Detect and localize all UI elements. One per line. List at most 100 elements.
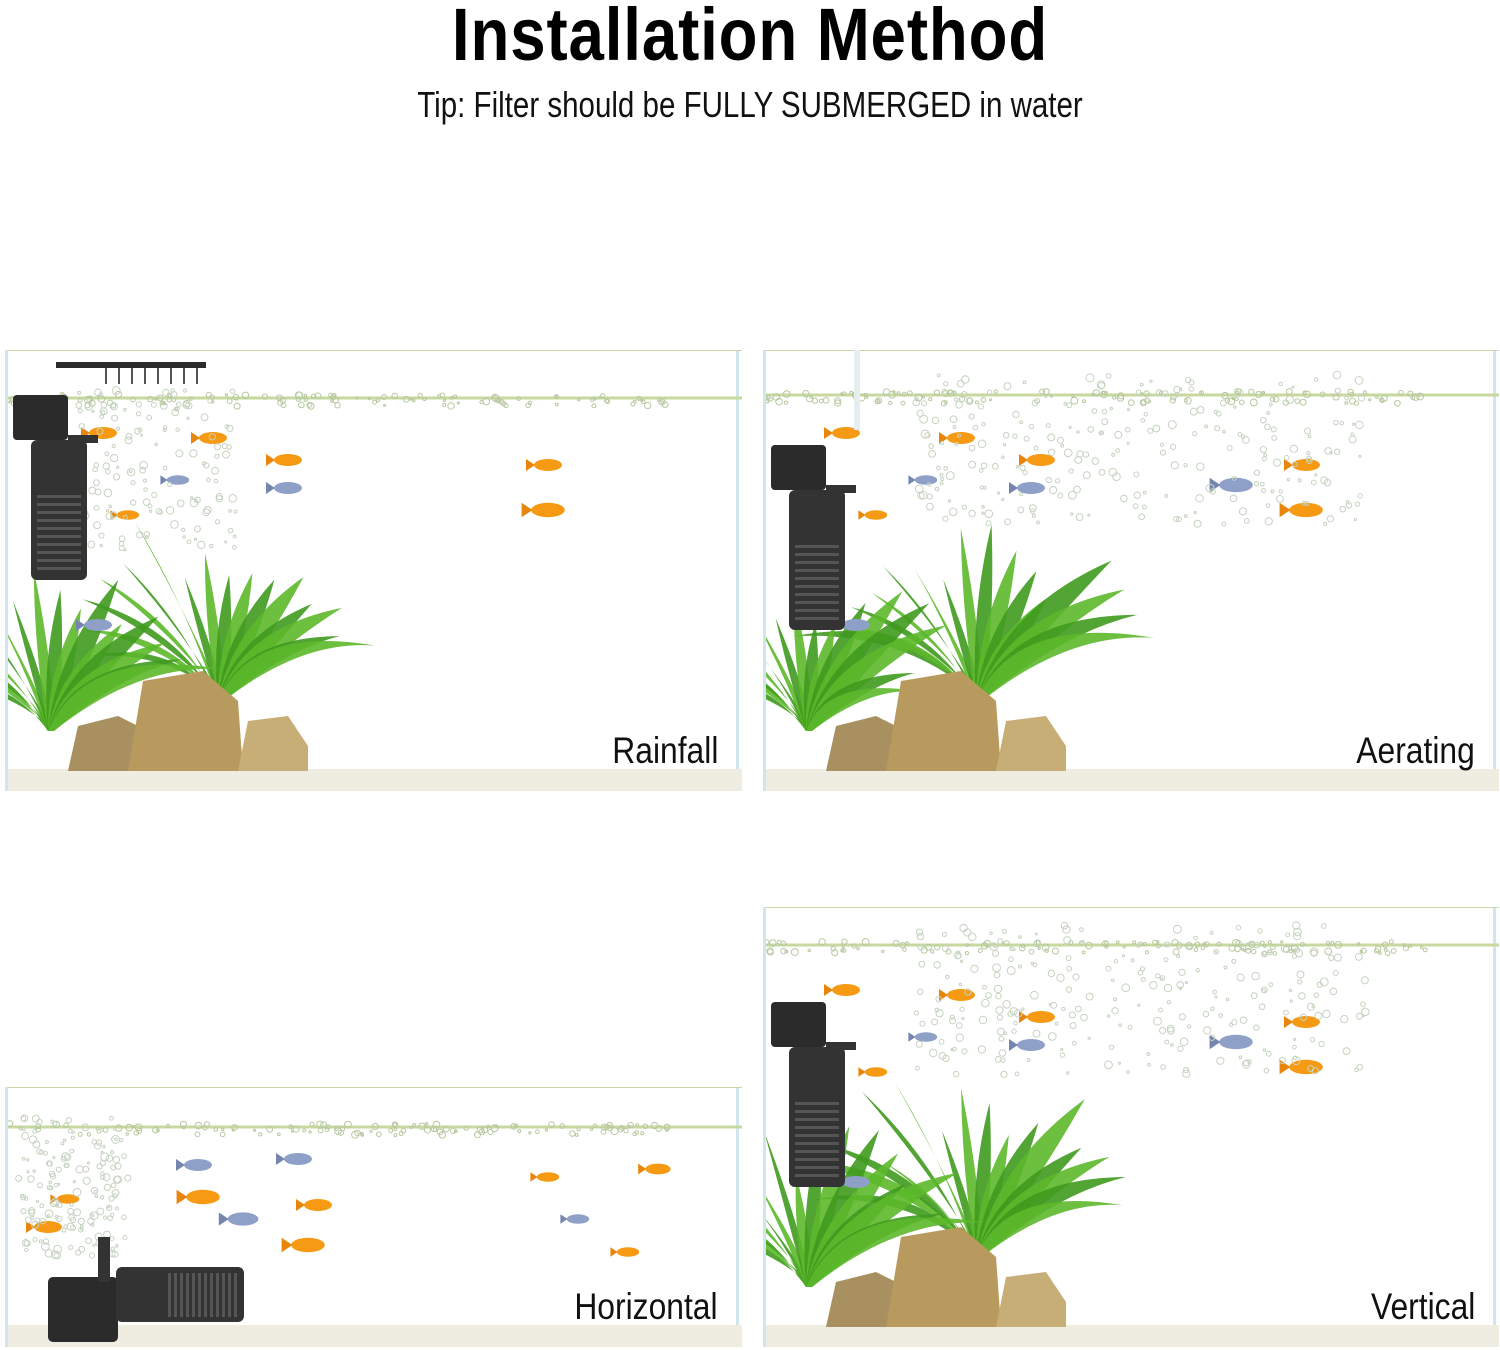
bubble	[948, 507, 958, 517]
plant-leaf	[806, 688, 919, 731]
panel-label: Aerating	[1356, 730, 1475, 771]
bubble	[1080, 1013, 1088, 1022]
bubble	[783, 400, 789, 405]
bubble	[1330, 940, 1335, 945]
bubble	[1221, 391, 1229, 400]
bubble	[1139, 966, 1146, 972]
bubble	[1278, 381, 1283, 387]
bubble	[8, 400, 13, 404]
filter-slot	[37, 535, 81, 538]
bubble	[1155, 389, 1164, 397]
rock	[886, 1227, 1001, 1327]
bubble	[1296, 970, 1305, 979]
bubble	[280, 402, 287, 409]
bubble	[93, 1189, 98, 1195]
bubble	[86, 1161, 91, 1165]
bubble	[979, 485, 984, 490]
bubble	[35, 1123, 42, 1130]
bubble	[1060, 1047, 1064, 1052]
bubble	[303, 393, 308, 398]
bubble	[630, 401, 636, 407]
bubble	[650, 1121, 659, 1130]
bubble	[334, 1127, 342, 1136]
bubble	[1176, 981, 1185, 989]
bubble	[1066, 1071, 1070, 1075]
bubble	[439, 392, 446, 399]
bubble	[108, 1195, 115, 1202]
bubble	[409, 397, 413, 401]
bubble	[1170, 461, 1179, 470]
fish-tail	[521, 502, 533, 518]
bubble	[28, 1209, 36, 1217]
bubble	[1117, 392, 1125, 400]
bubble	[1069, 512, 1074, 516]
bubble	[1108, 1044, 1115, 1050]
bubble	[841, 948, 847, 953]
filter-slot	[795, 577, 839, 580]
bubble	[1126, 408, 1131, 412]
bubble	[1042, 388, 1050, 396]
bubble	[961, 1048, 968, 1055]
bubble	[1310, 479, 1317, 486]
fish-icon	[304, 1199, 332, 1211]
bubble	[176, 499, 185, 508]
bubble	[1130, 958, 1135, 963]
bubble	[996, 491, 1001, 495]
bubble	[1316, 981, 1323, 988]
bubble	[449, 395, 454, 400]
bubble	[189, 498, 199, 508]
fish-icon	[1289, 1059, 1323, 1075]
bubble	[644, 401, 652, 410]
bubble	[60, 1141, 65, 1146]
panel-label: Horizontal	[574, 1286, 718, 1327]
bubble	[1280, 940, 1284, 944]
bubble	[1260, 481, 1265, 487]
bubble	[1250, 992, 1258, 1000]
bubble	[1306, 450, 1311, 456]
fish-tail	[824, 427, 833, 439]
bubble	[1351, 422, 1356, 426]
bubble	[371, 1122, 379, 1131]
bubble	[555, 394, 559, 399]
bubble	[136, 1127, 143, 1134]
bubble	[941, 931, 948, 937]
bubble	[928, 1048, 938, 1058]
filter-slot	[37, 567, 81, 570]
bubble	[194, 1121, 203, 1130]
bubble	[1235, 388, 1244, 398]
filter-slot	[795, 1174, 839, 1177]
bubble	[320, 1121, 327, 1129]
bubble	[934, 1007, 940, 1013]
bubble	[811, 397, 819, 404]
fish-icon	[291, 1237, 325, 1253]
bubble	[995, 1006, 1004, 1015]
bubble	[381, 394, 388, 400]
bubble	[1291, 461, 1298, 468]
bubble	[1087, 426, 1095, 433]
fish-icon	[842, 619, 870, 631]
bubble	[277, 1132, 281, 1137]
bubble	[554, 394, 559, 399]
bubble	[1068, 468, 1074, 474]
fish-tail	[610, 1247, 618, 1257]
bubble	[402, 395, 410, 403]
fish-tail	[281, 1237, 293, 1253]
bubble	[965, 943, 970, 948]
bubble	[934, 486, 940, 492]
bubble	[202, 508, 211, 517]
bubble	[1122, 945, 1126, 949]
bubble	[229, 388, 236, 394]
fish-tail	[908, 1032, 916, 1042]
fish-tail	[858, 510, 866, 520]
bubble	[1342, 1047, 1351, 1056]
bubble	[227, 527, 234, 534]
bubble	[1127, 399, 1135, 406]
fish-icon	[1292, 1016, 1320, 1028]
plant-leaf	[976, 1200, 1123, 1257]
filter-slot	[795, 601, 839, 604]
bubble	[1355, 420, 1364, 430]
bubble	[921, 400, 928, 407]
bubble	[960, 375, 970, 384]
bubble	[1147, 427, 1154, 434]
bubble	[114, 1137, 118, 1142]
